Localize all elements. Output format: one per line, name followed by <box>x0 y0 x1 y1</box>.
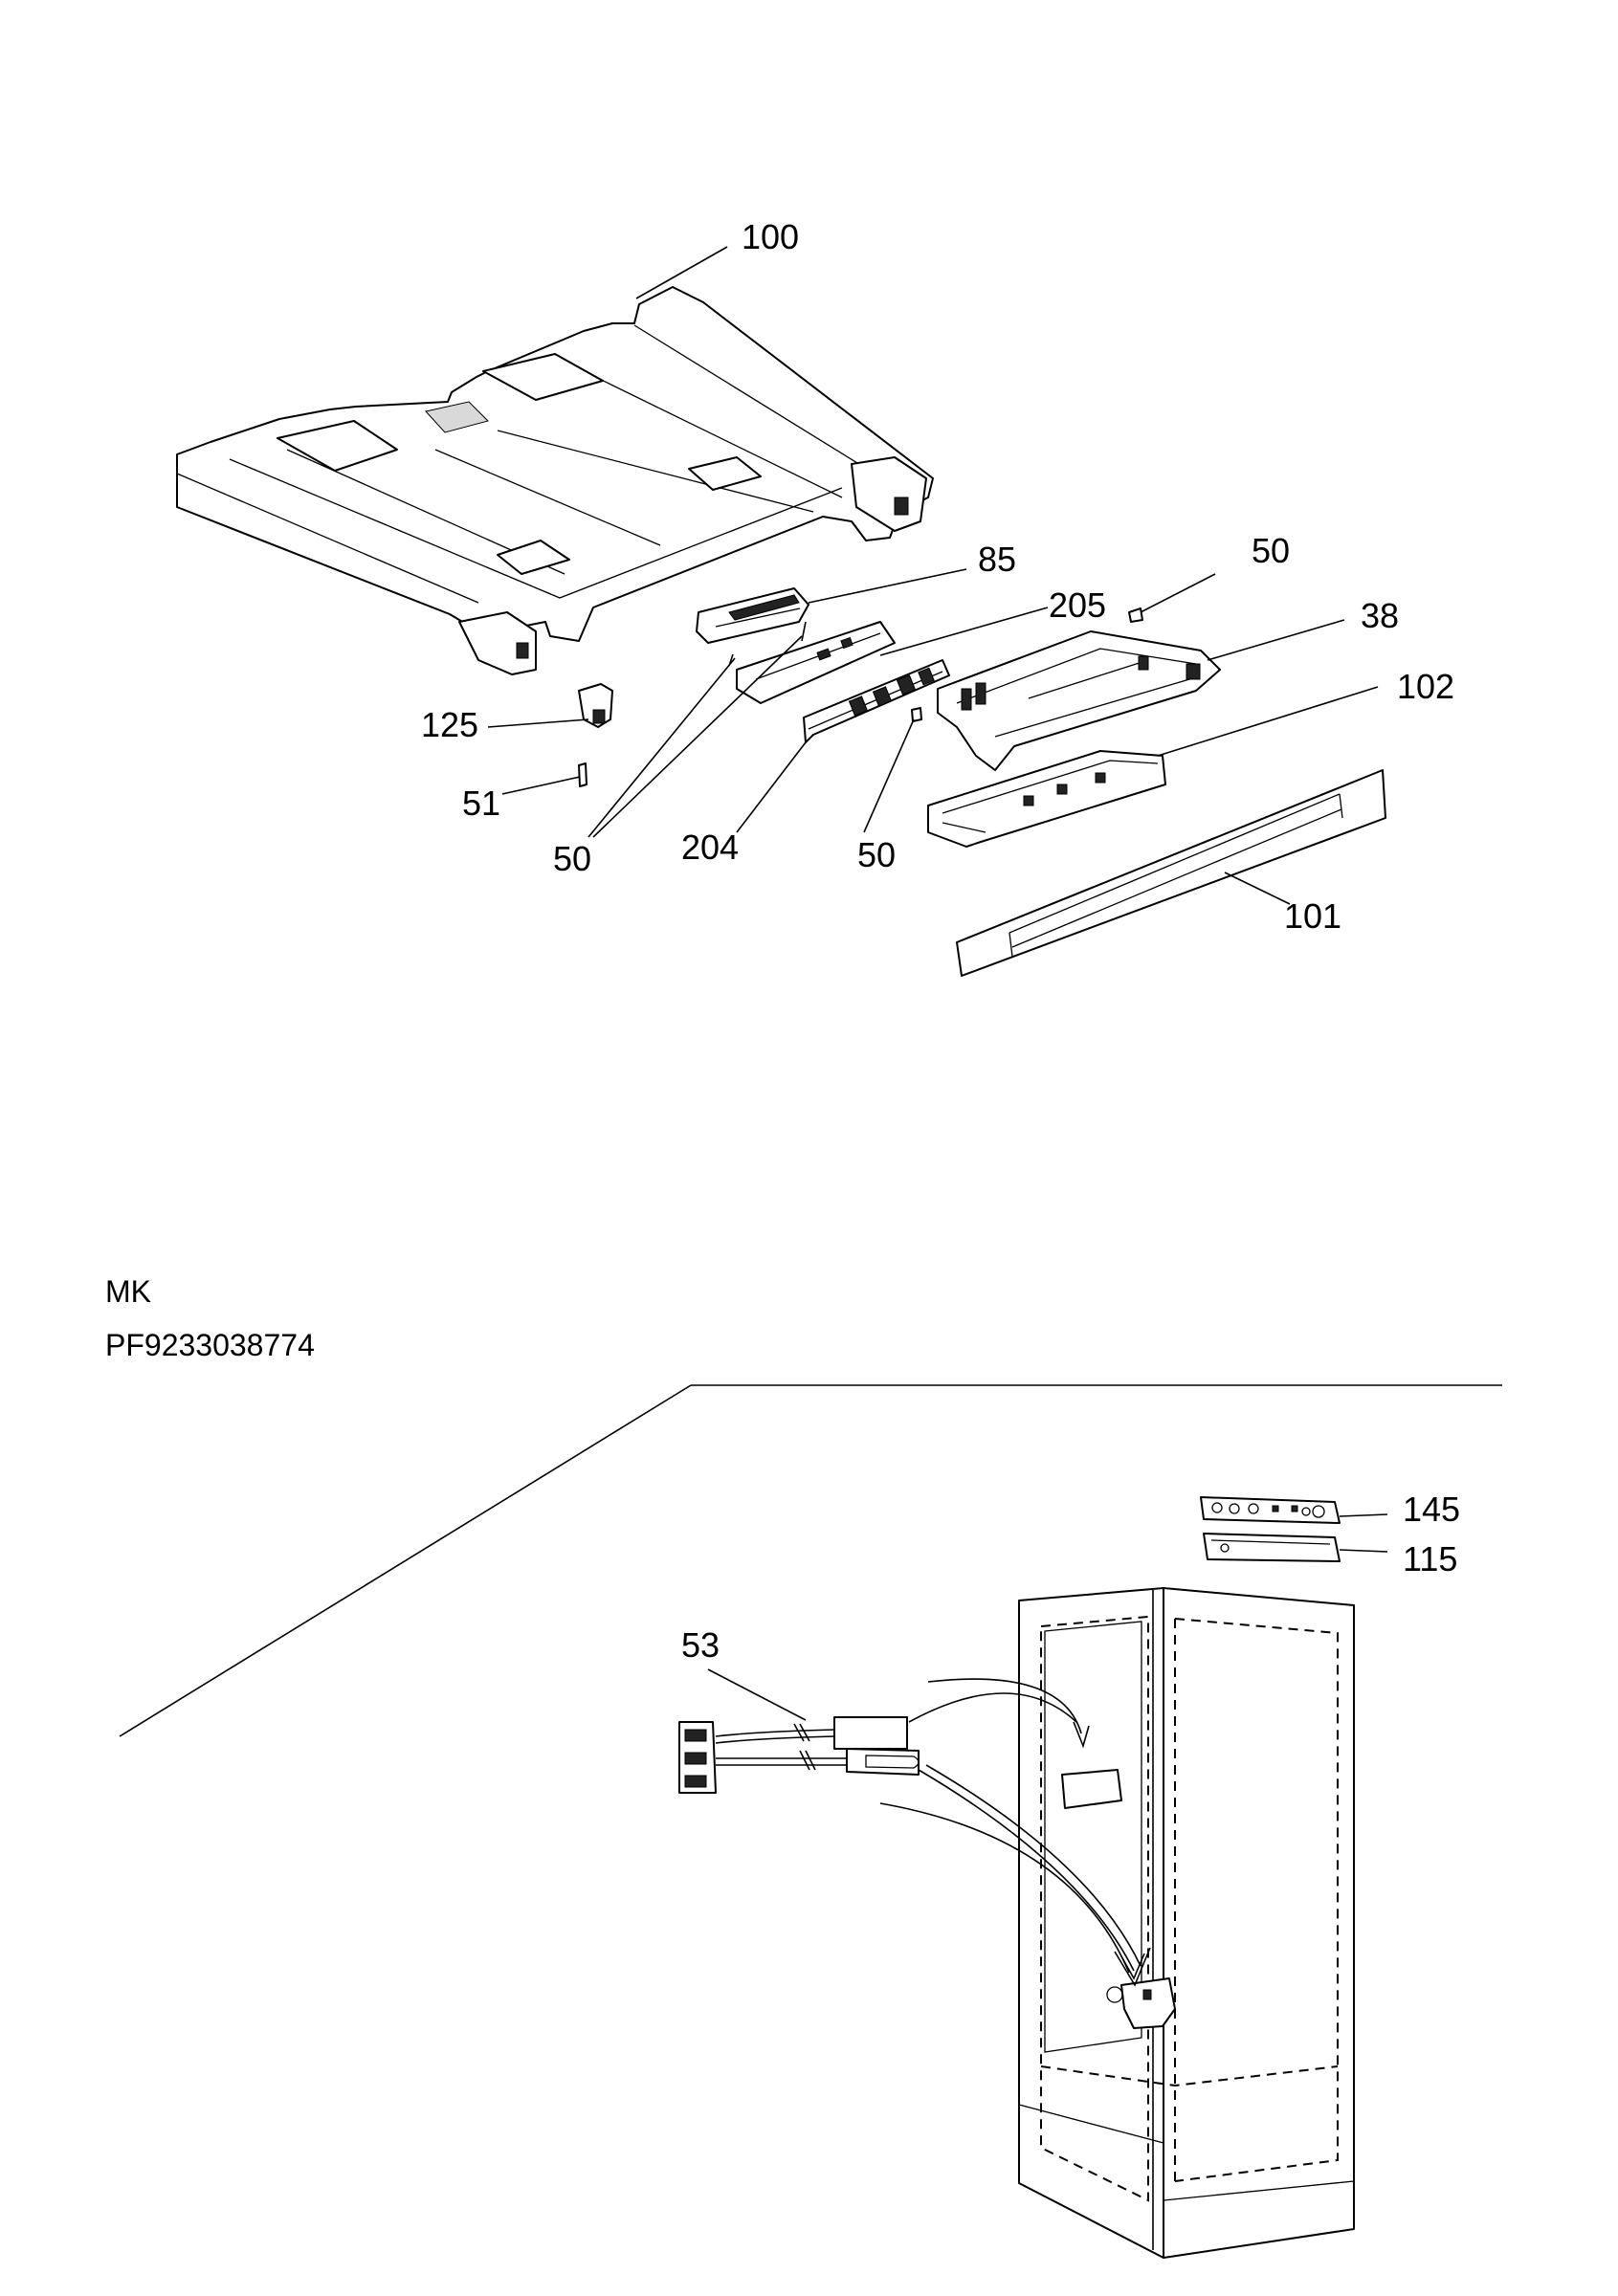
bracket-38 <box>937 630 1221 771</box>
callout-53: 53 <box>681 1625 720 1665</box>
callout-101: 101 <box>1284 896 1341 936</box>
callout-85: 85 <box>978 540 1016 579</box>
screw-50-top <box>1128 607 1143 623</box>
top-cover-panel <box>176 286 934 675</box>
callout-100: 100 <box>742 217 799 256</box>
leader-lines-lower <box>707 1513 1388 1721</box>
callout-50-top: 50 <box>1252 531 1290 570</box>
section-code: MK <box>105 1274 151 1309</box>
callout-labels-lower: 145 115 53 <box>681 1490 1460 1665</box>
display-panel-145 <box>1200 1496 1341 1524</box>
screw-51 <box>578 762 587 787</box>
main-pcb-205 <box>728 621 896 704</box>
leader-lines-upper <box>487 246 1379 905</box>
display-pcb-204 <box>803 659 950 743</box>
control-pcb-85 <box>696 587 809 644</box>
callout-102: 102 <box>1397 667 1454 706</box>
trim-strip-101 <box>956 769 1386 977</box>
routing-arrows <box>879 1678 1151 1987</box>
callout-38: 38 <box>1361 596 1399 635</box>
callout-51: 51 <box>462 784 500 823</box>
callout-145: 145 <box>1403 1490 1460 1529</box>
screw-50-mid <box>911 707 922 722</box>
section-part-number: PF9233038774 <box>105 1328 315 1362</box>
housing-102 <box>927 750 1166 848</box>
callout-50-left: 50 <box>553 839 591 878</box>
callout-115: 115 <box>1403 1539 1457 1578</box>
trim-cover-115 <box>1203 1533 1341 1562</box>
perspective-floor-lines <box>119 1384 1502 1737</box>
appliance-cabinet <box>1018 1587 1355 2259</box>
clip-125 <box>578 683 613 728</box>
callout-50-mid: 50 <box>857 835 896 874</box>
callout-125: 125 <box>421 705 478 744</box>
callout-205: 205 <box>1049 585 1106 625</box>
wiring-harness-53 <box>678 1716 920 1794</box>
callout-labels-upper: 100 85 50 205 38 102 125 51 50 204 50 10… <box>421 217 1454 936</box>
callout-204: 204 <box>681 828 739 867</box>
